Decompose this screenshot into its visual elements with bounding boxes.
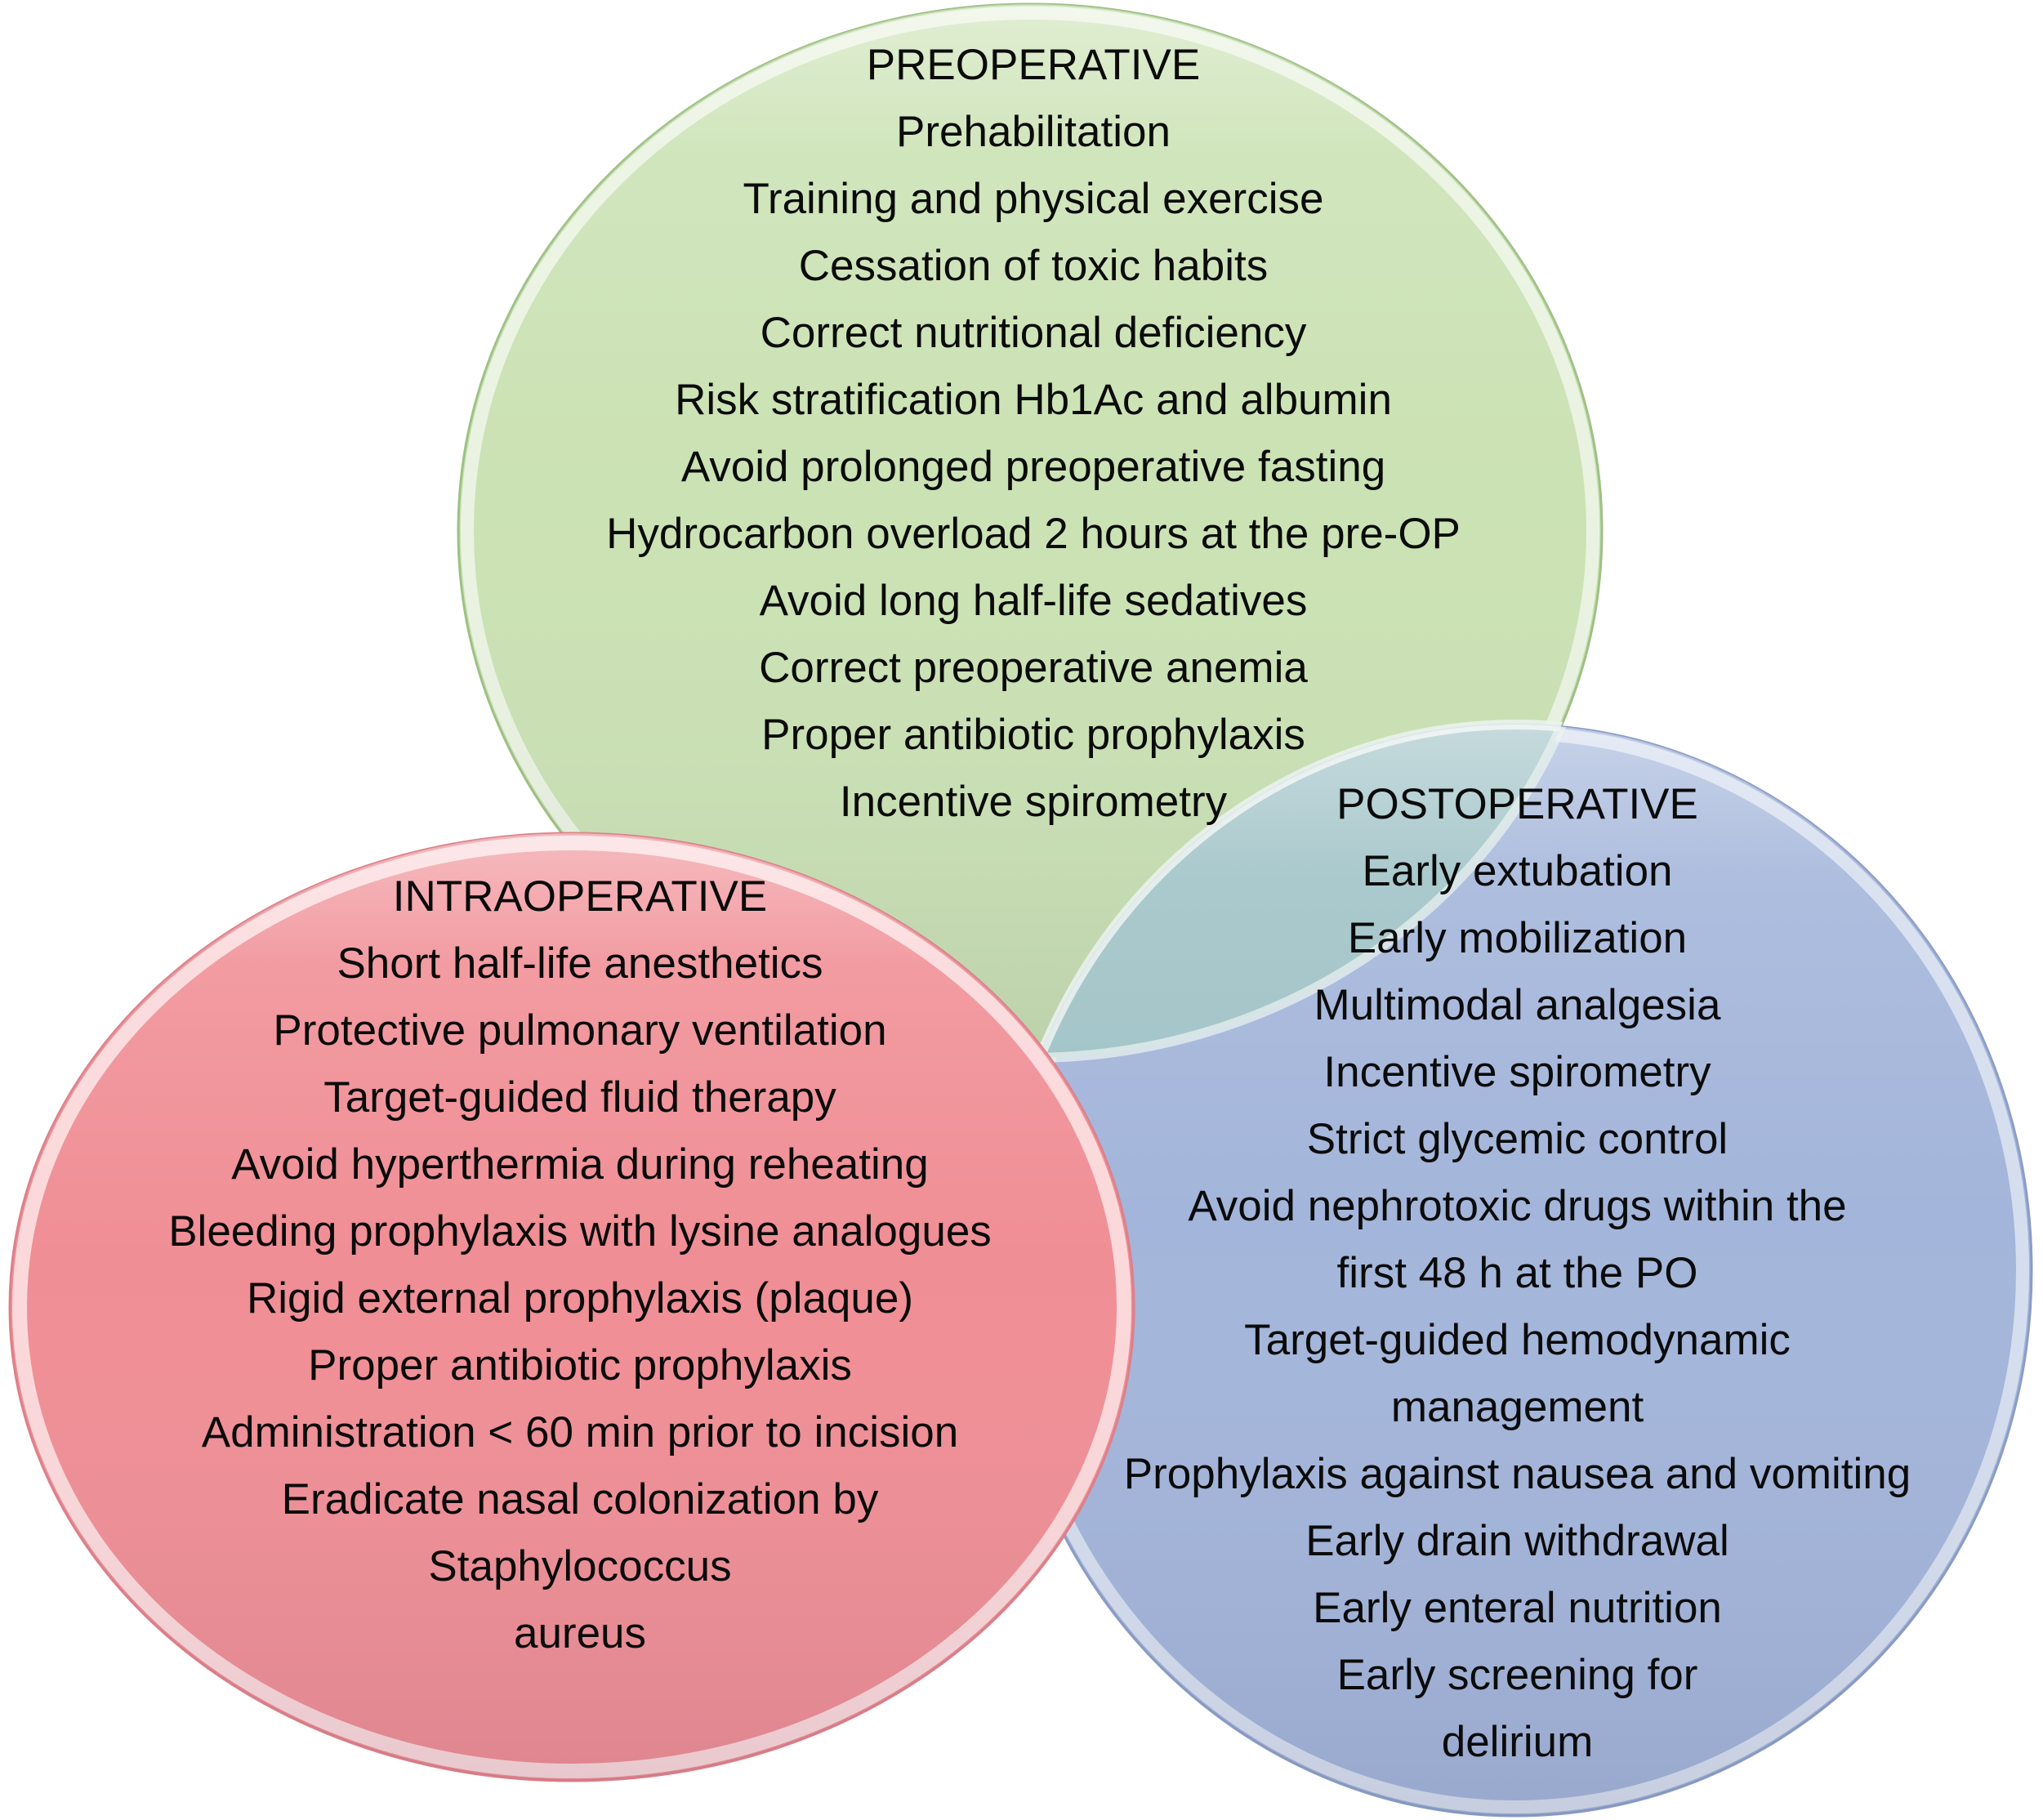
postoperative-item: Early enteral nutrition	[1313, 1584, 1722, 1632]
intraoperative-circle-bevel	[10, 833, 1134, 1781]
preoperative-item: Correct nutritional deficiency	[760, 309, 1307, 357]
postoperative-item: Early drain withdrawal	[1305, 1517, 1729, 1565]
preoperative-item: Cessation of toxic habits	[798, 242, 1269, 290]
intraoperative-item: Target-guided fluid therapy	[323, 1073, 836, 1122]
preoperative-item: Incentive spirometry	[839, 778, 1228, 826]
postoperative-item: Prophylaxis against nausea and vomiting	[1123, 1450, 1911, 1498]
preoperative-title: PREOPERATIVE	[866, 41, 1201, 89]
postoperative-item: Strict glycemic control	[1306, 1115, 1729, 1163]
intraoperative-title: INTRAOPERATIVE	[392, 872, 768, 921]
preoperative-item: Avoid long half-life sedatives	[759, 577, 1308, 625]
postoperative-text-block: POSTOPERATIVE Early extubation Early mob…	[1009, 771, 2026, 1776]
intraoperative-item: Avoid hyperthermia during reheating	[231, 1140, 929, 1189]
postoperative-item: Early extubation	[1362, 847, 1673, 895]
intraoperative-item: Proper antibiotic prophylaxis	[308, 1341, 852, 1390]
postoperative-item: Avoid nephrotoxic drugs within the	[1188, 1182, 1847, 1230]
intraoperative-item: Bleeding prophylaxis with lysine analogu…	[168, 1207, 992, 1256]
intraoperative-text-block: INTRAOPERATIVE Short half-life anestheti…	[0, 863, 1160, 1667]
preoperative-item: Prehabilitation	[896, 108, 1171, 156]
intraoperative-circle	[8, 832, 1135, 1782]
intraoperative-item: Protective pulmonary ventilation	[273, 1006, 887, 1055]
preoperative-item: Hydrocarbon overload 2 hours at the pre-…	[606, 510, 1461, 558]
intraoperative-item: Staphylococcus	[428, 1542, 732, 1590]
postoperative-item: Multimodal analgesia	[1314, 981, 1721, 1029]
intraoperative-item: Eradicate nasal colonization by	[281, 1475, 879, 1523]
preoperative-postoperative-overlap	[994, 720, 1602, 1058]
intraoperative-item: Short half-life anesthetics	[337, 939, 823, 988]
postoperative-title: POSTOPERATIVE	[1336, 780, 1698, 828]
postoperative-item: Target-guided hemodynamic	[1244, 1316, 1791, 1364]
preoperative-item: Proper antibiotic prophylaxis	[761, 711, 1305, 759]
postoperative-item: Incentive spirometry	[1323, 1048, 1711, 1096]
postoperative-item: Early screening for	[1336, 1651, 1698, 1699]
preoperative-item: Avoid prolonged preoperative fasting	[680, 443, 1386, 491]
postoperative-item: delirium	[1441, 1718, 1594, 1766]
intraoperative-item: aureus	[513, 1609, 647, 1657]
preoperative-item: Correct preoperative anemia	[759, 644, 1308, 692]
postoperative-item: first 48 h at the PO	[1336, 1249, 1698, 1297]
intraoperative-item: Administration < 60 min prior to incisio…	[201, 1408, 959, 1456]
preoperative-item: Risk stratification Hb1Ac and albumin	[675, 376, 1392, 424]
preoperative-text-block: PREOPERATIVE Prehabilitation Training an…	[372, 32, 1695, 836]
preoperative-item: Training and physical exercise	[743, 175, 1324, 223]
postoperative-item: Early mobilization	[1347, 914, 1688, 962]
intraoperative-item: Rigid external prophylaxis (plaque)	[246, 1274, 914, 1323]
overlap-lens-bevel	[999, 725, 1602, 1058]
postoperative-item: management	[1390, 1383, 1644, 1431]
